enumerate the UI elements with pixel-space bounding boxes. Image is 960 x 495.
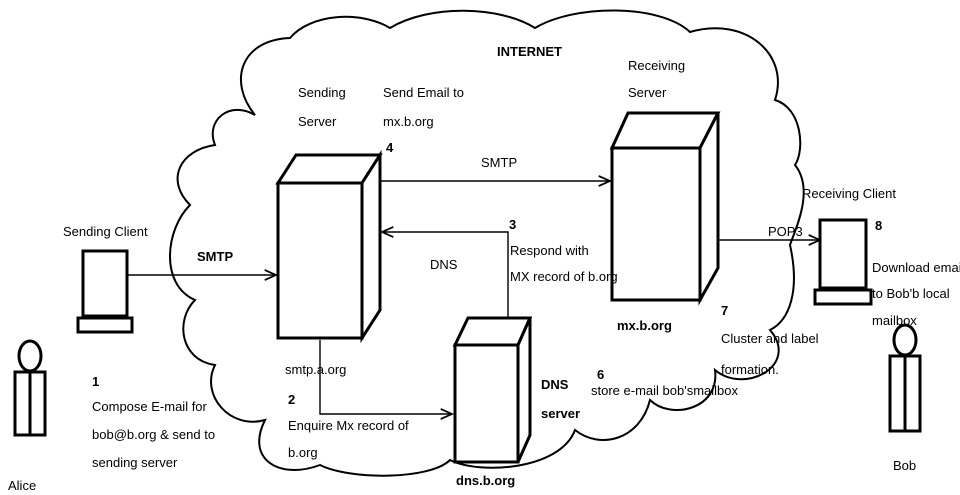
receiving-host-label: mx.b.org [617, 318, 672, 333]
step-1-text-line1: Compose E-mail for [92, 399, 208, 414]
dns-server-label-line2: server [541, 406, 580, 421]
sending-server-label-line2: Server [298, 114, 337, 129]
mx-enquiry-arrow [319, 340, 452, 414]
step-8-number: 8 [875, 218, 882, 233]
dns-server-label-line1: DNS [541, 377, 569, 392]
step-1-text-line2: bob@b.org & send to [92, 427, 215, 442]
sending-client-laptop [76, 249, 134, 334]
server-to-server-smtp-label: SMTP [481, 155, 517, 170]
pop3-label: POP3 [768, 224, 803, 239]
dns-link-label: DNS [430, 257, 458, 272]
step-8-text-line3: mailbox [872, 313, 917, 328]
step-2-text-line1: Enquire Mx record of [288, 418, 409, 433]
step-6-text: store e-mail bob'smailbox [591, 383, 738, 398]
step-2-text-line2: b.org [288, 445, 318, 460]
step-3-text-line2: MX record of b.org [510, 269, 618, 284]
step-2-number: 2 [288, 392, 295, 407]
connection-lines [127, 181, 820, 414]
dns-response-arrow [382, 232, 509, 318]
receiving-client-laptop [813, 218, 873, 306]
step-8-text-line1: Download email [872, 260, 960, 275]
sending-host-label: smtp.a.org [285, 362, 346, 377]
step-4-number: 4 [386, 140, 394, 155]
receiving-server-label-line2: Server [628, 85, 667, 100]
step-4-text-line2: mx.b.org [383, 114, 434, 129]
receiving-server-box [609, 111, 721, 306]
sending-client-label: Sending Client [63, 224, 148, 239]
sending-server-label-line1: Sending [298, 85, 346, 100]
alice-label: Alice [8, 478, 36, 493]
receiving-server-label-line1: Receiving [628, 58, 685, 73]
dns-host-label: dns.b.org [456, 473, 515, 488]
internet-label: INTERNET [497, 44, 562, 59]
step-8-text-line2: to Bob'b local [872, 286, 950, 301]
client-to-server-smtp-label: SMTP [197, 249, 233, 264]
receiving-client-label: Receiving Client [802, 186, 896, 201]
step-6-number: 6 [597, 367, 604, 382]
step-7-number: 7 [721, 303, 728, 318]
sending-server-box [275, 149, 383, 344]
alice-figure [13, 339, 47, 437]
step-1-number: 1 [92, 374, 99, 389]
step-7-text-line2: formation. [721, 362, 779, 377]
step-1-text-line3: sending server [92, 455, 178, 470]
dns-server-box [452, 316, 533, 464]
bob-figure [888, 323, 922, 433]
step-4-text-line1: Send Email to [383, 85, 464, 100]
bob-label: Bob [893, 458, 916, 473]
step-7-text-line1: Cluster and label [721, 331, 819, 346]
step-3-text-line1: Respond with [510, 243, 589, 258]
step-3-number: 3 [509, 217, 516, 232]
